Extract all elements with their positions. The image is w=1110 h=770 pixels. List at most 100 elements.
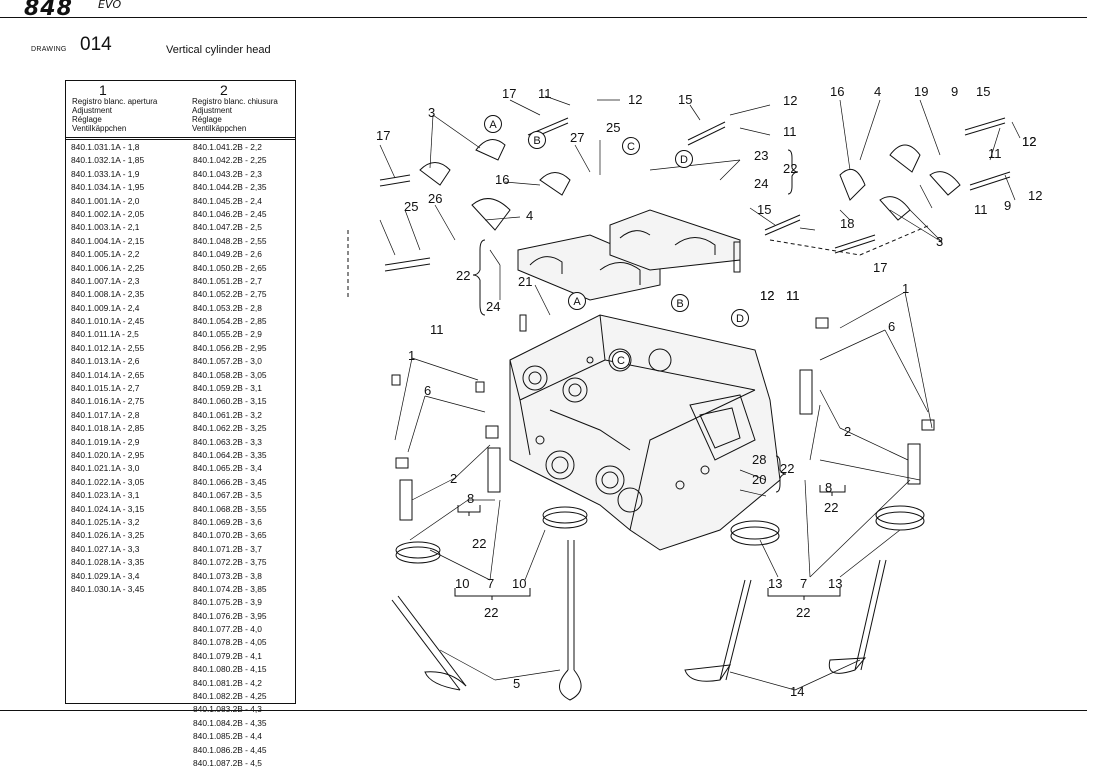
header-bar: 848 EVO [0, 0, 1110, 22]
table-row: 840.1.055.2B - 2,9 [193, 329, 262, 340]
table-row: 840.1.069.2B - 3,6 [193, 516, 262, 527]
callout-number: 12 [1028, 188, 1042, 203]
table-row: 840.1.032.1A - 1,85 [71, 155, 145, 166]
table-row: 840.1.061.2B - 3,2 [193, 409, 262, 420]
callout-number: 17 [502, 86, 516, 101]
drawing-label: DRAWING [31, 46, 67, 53]
table-row: 840.1.028.1A - 3,35 [71, 557, 145, 568]
column-2-heading-de: Ventilkäppchen [192, 124, 247, 133]
callout-number: 25 [404, 199, 418, 214]
table-row: 840.1.041.2B - 2,2 [193, 142, 262, 152]
callout-number: 16 [830, 84, 844, 99]
table-row: 840.1.060.2B - 3,15 [193, 396, 267, 407]
callout-number: 18 [840, 216, 854, 231]
table-row: 840.1.034.1A - 1,95 [71, 182, 145, 193]
callout-number: 13 [768, 576, 782, 591]
callout-number: 10 [455, 576, 469, 591]
valves-right [684, 505, 925, 682]
column-2-heading-fr: Réglage [192, 115, 222, 124]
callout-number: 2 [450, 471, 457, 486]
callout-number: 22 [796, 605, 810, 620]
callout-number: 10 [512, 576, 526, 591]
table-row: 840.1.031.1A - 1,8 [71, 142, 140, 152]
callout-number: 17 [376, 128, 390, 143]
table-row: 840.1.082.2B - 4,25 [193, 691, 267, 702]
table-row: 840.1.003.1A - 2,1 [71, 222, 140, 233]
table-row: 840.1.033.1A - 1,9 [71, 168, 140, 179]
table-row: 840.1.058.2B - 3,05 [193, 369, 267, 380]
callout-number: 11 [538, 86, 552, 101]
table-row: 840.1.009.1A - 2,4 [71, 302, 140, 313]
column-2-header: 2 Registro blanc. chiusura Adjustment Ré… [188, 81, 296, 140]
column-2-number: 2 [220, 82, 228, 98]
table-row: 840.1.007.1A - 2,3 [71, 275, 140, 286]
drawing-number: 014 [80, 34, 112, 55]
callout-number: 11 [786, 288, 800, 303]
callout-number: 1 [408, 348, 415, 363]
column-1-heading-fr: Réglage [72, 115, 102, 124]
reference-letter: B [676, 298, 683, 310]
top-divider [0, 17, 1087, 18]
parts-table: 1 Registro blanc. apertura Adjustment Ré… [65, 80, 296, 768]
table-row: 840.1.050.2B - 2,65 [193, 262, 267, 273]
table-row: 840.1.063.2B - 3,3 [193, 436, 262, 447]
column-1-header: 1 Registro blanc. apertura Adjustment Ré… [66, 81, 188, 140]
reference-circle [484, 115, 502, 133]
table-row: 840.1.049.2B - 2,6 [193, 249, 262, 260]
callout-number: 6 [888, 319, 895, 334]
callout-number: 5 [513, 676, 520, 691]
table-row: 840.1.022.1A - 3,05 [71, 476, 145, 487]
table-row: 840.1.030.1A - 3,45 [71, 583, 145, 594]
callout-number: 3 [936, 234, 943, 249]
table-row: 840.1.052.2B - 2,75 [193, 289, 267, 300]
table-row: 840.1.054.2B - 2,85 [193, 316, 267, 327]
brand-suffix: EVO [98, 0, 122, 11]
valves-left [391, 506, 588, 701]
rocker-shafts [347, 117, 1011, 300]
table-row: 840.1.015.1A - 2,7 [71, 383, 140, 394]
table-row: 840.1.074.2B - 3,85 [193, 583, 267, 594]
exploded-view-diagram: 1711121512111641991531727251623222415252… [347, 84, 1042, 701]
table-row: 840.1.005.1A - 2,2 [71, 249, 140, 260]
table-row: 840.1.073.2B - 3,8 [193, 570, 262, 581]
column-1-heading-it: Registro blanc. apertura [72, 97, 158, 106]
callout-number: 15 [976, 84, 990, 99]
table-row: 840.1.048.2B - 2,55 [193, 235, 267, 246]
table-row: 840.1.046.2B - 2,45 [193, 208, 267, 219]
callout-number: 12 [783, 93, 797, 108]
callout-number: 4 [526, 208, 533, 223]
camshaft-caps [517, 209, 741, 301]
table-row: 840.1.064.2B - 3,35 [193, 449, 267, 460]
callout-number: 12 [760, 288, 774, 303]
table-row: 840.1.071.2B - 3,7 [193, 543, 262, 554]
callout-number: 16 [495, 172, 509, 187]
column-1-rows: 840.1.031.1A - 1,8 840.1.032.1A - 1,85 840… [66, 140, 188, 596]
table-row: 840.1.078.2B - 4,05 [193, 637, 267, 648]
table-row: 840.1.008.1A - 2,35 [71, 289, 145, 300]
table-row: 840.1.011.1A - 2,5 [71, 329, 139, 340]
table-row: 840.1.047.2B - 2,5 [193, 222, 262, 233]
reference-letter: D [736, 313, 744, 325]
bottom-divider [0, 710, 1087, 711]
table-row: 840.1.045.2B - 2,4 [193, 195, 262, 206]
reference-circle [568, 292, 586, 310]
callout-number: 11 [783, 124, 797, 139]
callout-number: 23 [754, 148, 768, 163]
callout-number: 4 [874, 84, 881, 99]
callout-number: 27 [570, 130, 584, 145]
callout-number: 11 [974, 202, 988, 217]
column-1-heading-en: Adjustment [72, 106, 113, 115]
callout-number: 11 [988, 146, 1002, 161]
table-row: 840.1.072.2B - 3,75 [193, 557, 267, 568]
table-row: 840.1.019.1A - 2,9 [71, 436, 140, 447]
table-row: 840.1.066.2B - 3,45 [193, 476, 267, 487]
callout-number: 22 [783, 161, 797, 176]
table-row: 840.1.021.1A - 3,0 [71, 463, 140, 474]
table-row: 840.1.075.2B - 3,9 [193, 597, 262, 608]
table-row: 840.1.057.2B - 3,0 [193, 356, 262, 367]
leader-lines [379, 95, 1021, 691]
reference-letter: A [489, 119, 497, 131]
reference-circle [612, 351, 630, 369]
callout-number: 21 [518, 274, 532, 289]
callout-number: 19 [914, 84, 928, 99]
